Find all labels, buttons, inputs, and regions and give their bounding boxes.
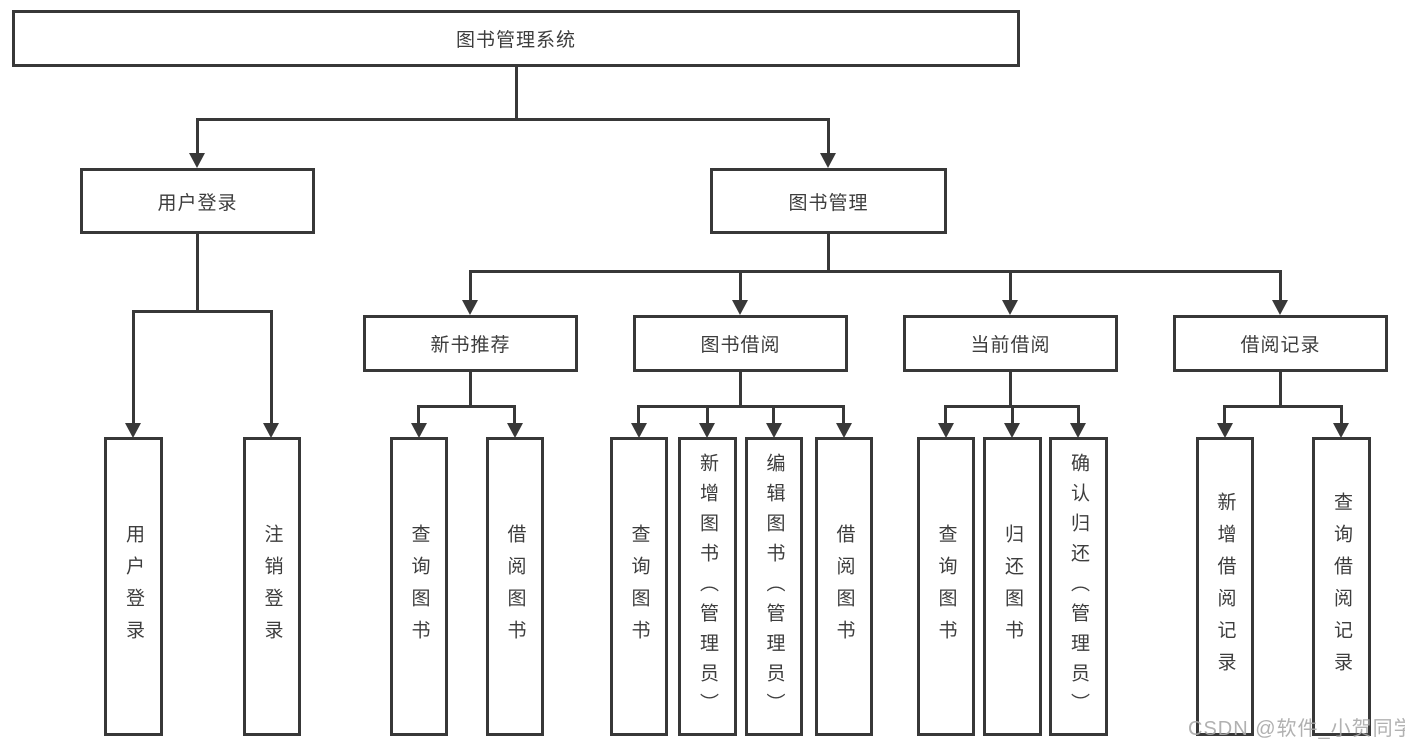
leaf-borrow-books: 借阅图书 bbox=[815, 437, 873, 736]
leaf-edit-books-admin: 编辑图书（管理员） bbox=[745, 437, 803, 736]
connector-vline bbox=[637, 405, 640, 423]
arrow-down-icon bbox=[189, 153, 205, 168]
connector-vline bbox=[739, 372, 742, 405]
arrow-down-icon bbox=[462, 300, 478, 315]
connector-vline bbox=[132, 310, 135, 423]
node-new-book-recommendation: 新书推荐 bbox=[363, 315, 578, 372]
leaf-query-books-current: 查询图书 bbox=[917, 437, 975, 736]
connector-vline bbox=[417, 405, 420, 423]
connector-vline bbox=[1009, 372, 1012, 405]
arrow-down-icon bbox=[411, 423, 427, 438]
leaf-confirm-return-admin: 确认归还（管理员） bbox=[1049, 437, 1108, 736]
connector-vline bbox=[842, 405, 845, 423]
arrow-down-icon bbox=[507, 423, 523, 438]
leaf-borrow-books-recommend: 借阅图书 bbox=[486, 437, 544, 736]
arrow-down-icon bbox=[1217, 423, 1233, 438]
arrow-down-icon bbox=[1002, 300, 1018, 315]
connector-vline bbox=[1279, 372, 1282, 405]
leaf-return-books: 归还图书 bbox=[983, 437, 1042, 736]
arrow-down-icon bbox=[732, 300, 748, 315]
connector-hline bbox=[1223, 405, 1343, 408]
arrow-down-icon bbox=[938, 423, 954, 438]
leaf-query-books-borrowing: 查询图书 bbox=[610, 437, 668, 736]
arrow-down-icon bbox=[699, 423, 715, 438]
arrow-down-icon bbox=[631, 423, 647, 438]
arrow-down-icon bbox=[1004, 423, 1020, 438]
leaf-user-login: 用户登录 bbox=[104, 437, 163, 736]
connector-hline bbox=[417, 405, 516, 408]
connector-hline bbox=[132, 310, 273, 313]
connector-vline bbox=[1011, 405, 1014, 423]
node-book-borrowing: 图书借阅 bbox=[633, 315, 848, 372]
arrow-down-icon bbox=[1333, 423, 1349, 438]
leaf-query-borrow-record: 查询借阅记录 bbox=[1312, 437, 1371, 736]
connector-vline bbox=[270, 310, 273, 423]
connector-vline bbox=[944, 405, 947, 423]
arrow-down-icon bbox=[820, 153, 836, 168]
arrow-down-icon bbox=[836, 423, 852, 438]
connector-vline bbox=[827, 118, 830, 154]
connector-vline bbox=[1340, 405, 1343, 423]
leaf-logout: 注销登录 bbox=[243, 437, 301, 736]
node-user-login: 用户登录 bbox=[80, 168, 315, 234]
connector-vline bbox=[513, 405, 516, 423]
connector-vline bbox=[469, 372, 472, 405]
connector-vline bbox=[196, 234, 199, 310]
connector-vline bbox=[1223, 405, 1226, 423]
leaf-add-books-admin: 新增图书（管理员） bbox=[678, 437, 737, 736]
connector-vline bbox=[706, 405, 709, 423]
connector-vline bbox=[1009, 270, 1012, 301]
connector-hline bbox=[469, 270, 1282, 273]
connector-vline bbox=[515, 67, 518, 119]
connector-vline bbox=[739, 270, 742, 301]
connector-vline bbox=[1279, 270, 1282, 301]
leaf-add-borrow-record: 新增借阅记录 bbox=[1196, 437, 1254, 736]
node-borrowing-records: 借阅记录 bbox=[1173, 315, 1388, 372]
node-library-management-system: 图书管理系统 bbox=[12, 10, 1020, 67]
connector-vline bbox=[772, 405, 775, 423]
leaf-query-books-recommend: 查询图书 bbox=[390, 437, 448, 736]
node-current-borrowing: 当前借阅 bbox=[903, 315, 1118, 372]
arrow-down-icon bbox=[125, 423, 141, 438]
node-book-management: 图书管理 bbox=[710, 168, 947, 234]
connector-vline bbox=[827, 234, 830, 270]
connector-vline bbox=[196, 118, 199, 154]
arrow-down-icon bbox=[263, 423, 279, 438]
arrow-down-icon bbox=[1070, 423, 1086, 438]
connector-vline bbox=[1077, 405, 1080, 423]
arrow-down-icon bbox=[1272, 300, 1288, 315]
arrow-down-icon bbox=[766, 423, 782, 438]
connector-vline bbox=[469, 270, 472, 301]
connector-hline bbox=[637, 405, 845, 408]
connector-hline bbox=[196, 118, 830, 121]
watermark: CSDN @软件_小贺同学 bbox=[1188, 718, 1405, 740]
